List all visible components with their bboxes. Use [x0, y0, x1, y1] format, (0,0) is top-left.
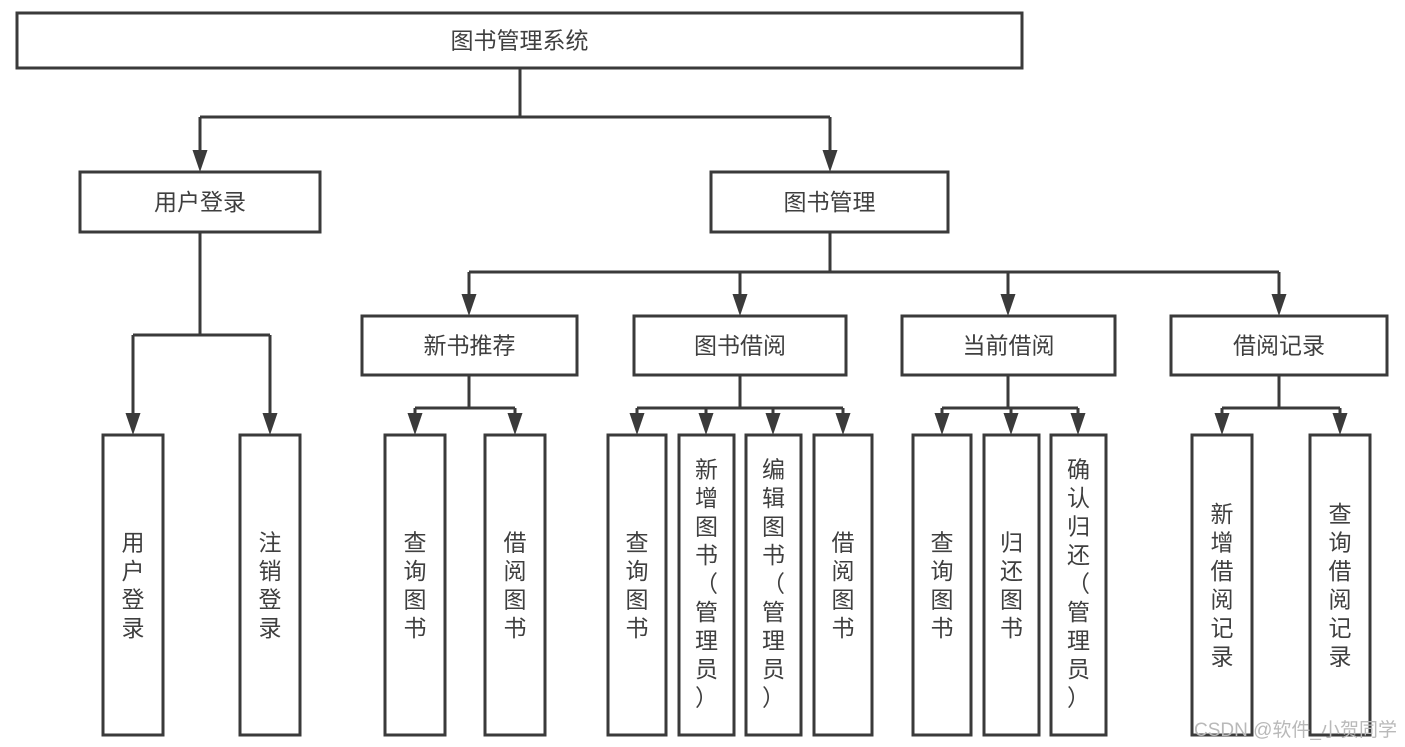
node-label-leaf-query-book-current: 查询图书	[931, 529, 954, 641]
node-box-leaf-edit-book[interactable]	[744, 433, 803, 737]
node-leaf-user-login[interactable]: 用户登录	[101, 433, 165, 737]
node-box-leaf-return-book[interactable]	[982, 433, 1041, 737]
node-label-borrow-record: 借阅记录	[1233, 333, 1325, 359]
node-label-leaf-user-login: 用户登录	[122, 529, 145, 641]
node-layer: 图书管理系统用户登录图书管理新书推荐图书借阅当前借阅借阅记录用户登录注销登录查询…	[15, 11, 1389, 737]
node-box-new-book-recommend[interactable]	[360, 314, 579, 377]
node-box-current-borrow[interactable]	[900, 314, 1117, 377]
node-current-borrow[interactable]: 当前借阅	[900, 314, 1117, 377]
node-label-new-book-recommend: 新书推荐	[424, 333, 516, 359]
connector-root	[192, 68, 838, 172]
node-box-leaf-add-book[interactable]	[677, 433, 736, 737]
node-leaf-borrow-book-recommend[interactable]: 借阅图书	[483, 433, 547, 737]
node-label-user-login: 用户登录	[154, 189, 246, 215]
connector-book-manage	[461, 232, 1287, 316]
node-box-leaf-borrow-book-recommend[interactable]	[483, 433, 547, 737]
node-label-leaf-borrow-book: 借阅图书	[832, 529, 855, 641]
connector-user-login	[125, 232, 278, 435]
node-leaf-user-logout[interactable]: 注销登录	[238, 433, 302, 737]
node-label-leaf-add-borrow-record: 新增借阅记录	[1211, 501, 1234, 670]
node-label-leaf-edit-book: 编辑图书（管理员）	[762, 456, 785, 710]
node-leaf-query-borrow-record[interactable]: 查询借阅记录	[1308, 433, 1372, 737]
node-leaf-add-book[interactable]: 新增图书（管理员）	[677, 433, 736, 737]
node-box-leaf-query-book-recommend[interactable]	[383, 433, 447, 737]
node-label-leaf-confirm-return: 确认归还（管理员）	[1067, 456, 1090, 710]
connector-borrow-record	[1214, 375, 1348, 435]
node-box-leaf-query-book-current[interactable]	[911, 433, 973, 737]
node-box-borrow-record[interactable]	[1169, 314, 1389, 377]
node-leaf-query-book-current[interactable]: 查询图书	[911, 433, 973, 737]
node-leaf-edit-book[interactable]: 编辑图书（管理员）	[744, 433, 803, 737]
node-box-user-login[interactable]	[78, 170, 322, 234]
node-box-leaf-add-borrow-record[interactable]	[1190, 433, 1254, 737]
connector-current-borrow	[934, 375, 1086, 435]
node-label-leaf-user-logout: 注销登录	[259, 529, 282, 641]
node-root[interactable]: 图书管理系统	[15, 11, 1024, 70]
node-label-book-manage: 图书管理	[784, 189, 876, 215]
node-label-leaf-return-book: 归还图书	[1000, 529, 1023, 641]
node-leaf-query-book-borrow[interactable]: 查询图书	[606, 433, 668, 737]
node-box-book-borrow[interactable]	[632, 314, 848, 377]
node-label-leaf-query-borrow-record: 查询借阅记录	[1329, 501, 1352, 670]
node-leaf-query-book-recommend[interactable]: 查询图书	[383, 433, 447, 737]
node-box-leaf-query-book-borrow[interactable]	[606, 433, 668, 737]
node-label-current-borrow: 当前借阅	[963, 333, 1055, 359]
node-box-leaf-query-borrow-record[interactable]	[1308, 433, 1372, 737]
node-leaf-add-borrow-record[interactable]: 新增借阅记录	[1190, 433, 1254, 737]
node-label-book-borrow: 图书借阅	[694, 333, 786, 359]
csdn-watermark: CSDN @软件_小贺同学	[1194, 719, 1397, 741]
node-label-leaf-borrow-book-recommend: 借阅图书	[504, 529, 527, 641]
node-label-root: 图书管理系统	[451, 28, 589, 54]
node-user-login[interactable]: 用户登录	[78, 170, 322, 234]
node-leaf-confirm-return[interactable]: 确认归还（管理员）	[1049, 433, 1108, 737]
node-label-leaf-query-book-borrow: 查询图书	[626, 529, 649, 641]
node-borrow-record[interactable]: 借阅记录	[1169, 314, 1389, 377]
connector-new-book-recommend	[407, 375, 523, 435]
node-box-leaf-confirm-return[interactable]	[1049, 433, 1108, 737]
connector-book-borrow	[629, 375, 851, 435]
node-new-book-recommend[interactable]: 新书推荐	[360, 314, 579, 377]
connector-layer	[125, 68, 1348, 435]
node-leaf-borrow-book[interactable]: 借阅图书	[812, 433, 874, 737]
node-box-leaf-user-login[interactable]	[101, 433, 165, 737]
node-label-leaf-query-book-recommend: 查询图书	[404, 529, 427, 641]
node-book-borrow[interactable]: 图书借阅	[632, 314, 848, 377]
node-box-leaf-user-logout[interactable]	[238, 433, 302, 737]
node-box-leaf-borrow-book[interactable]	[812, 433, 874, 737]
node-box-book-manage[interactable]	[709, 170, 950, 234]
node-label-leaf-add-book: 新增图书（管理员）	[695, 456, 718, 710]
node-leaf-return-book[interactable]: 归还图书	[982, 433, 1041, 737]
watermark-layer: CSDN @软件_小贺同学	[1194, 719, 1397, 741]
node-book-manage[interactable]: 图书管理	[709, 170, 950, 234]
node-box-root[interactable]	[15, 11, 1024, 70]
